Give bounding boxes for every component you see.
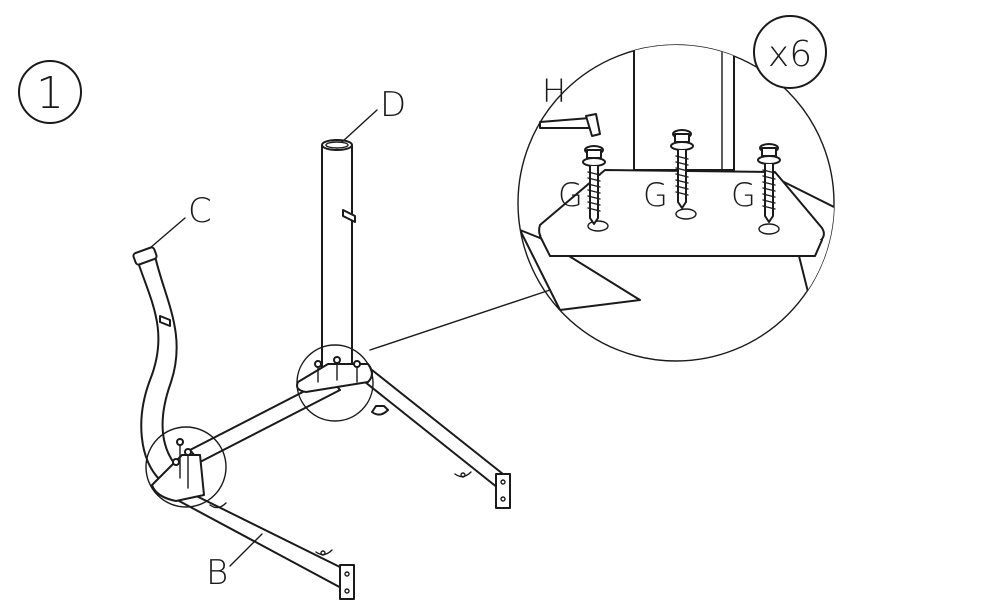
base-plate-post: [296, 356, 373, 393]
label-group-B: B: [206, 533, 263, 593]
step-badge: 1: [18, 60, 82, 124]
bracket-tab: [371, 405, 389, 416]
quantity-badge: x6: [753, 15, 827, 89]
base-leg-right: [359, 369, 511, 509]
step-number: 1: [36, 68, 64, 119]
detail-circle-post: [296, 344, 374, 422]
label-G-right: G: [731, 176, 756, 214]
callout-connector: [369, 289, 551, 351]
upright-post-D: [321, 139, 356, 376]
allen-key-H: H: [539, 72, 601, 137]
label-G-left: G: [558, 176, 583, 214]
label-group-D: D: [341, 85, 406, 143]
label-D: D: [380, 85, 406, 125]
base-plate-curved: [151, 438, 205, 502]
step-circle: [18, 60, 82, 124]
quantity-text: x6: [768, 34, 812, 75]
label-C: C: [188, 191, 212, 231]
screw-G-left: [582, 145, 606, 225]
label-B: B: [206, 553, 228, 593]
label-G-middle: G: [643, 176, 668, 214]
label-H: H: [542, 72, 566, 110]
curved-post-C: [132, 246, 181, 481]
detail-circle-curved: [145, 426, 227, 508]
screw-G-middle: [670, 129, 694, 209]
screw-G-right: [757, 143, 781, 223]
label-group-C: C: [149, 191, 212, 249]
magnified-detail: G G G: [517, 44, 835, 362]
